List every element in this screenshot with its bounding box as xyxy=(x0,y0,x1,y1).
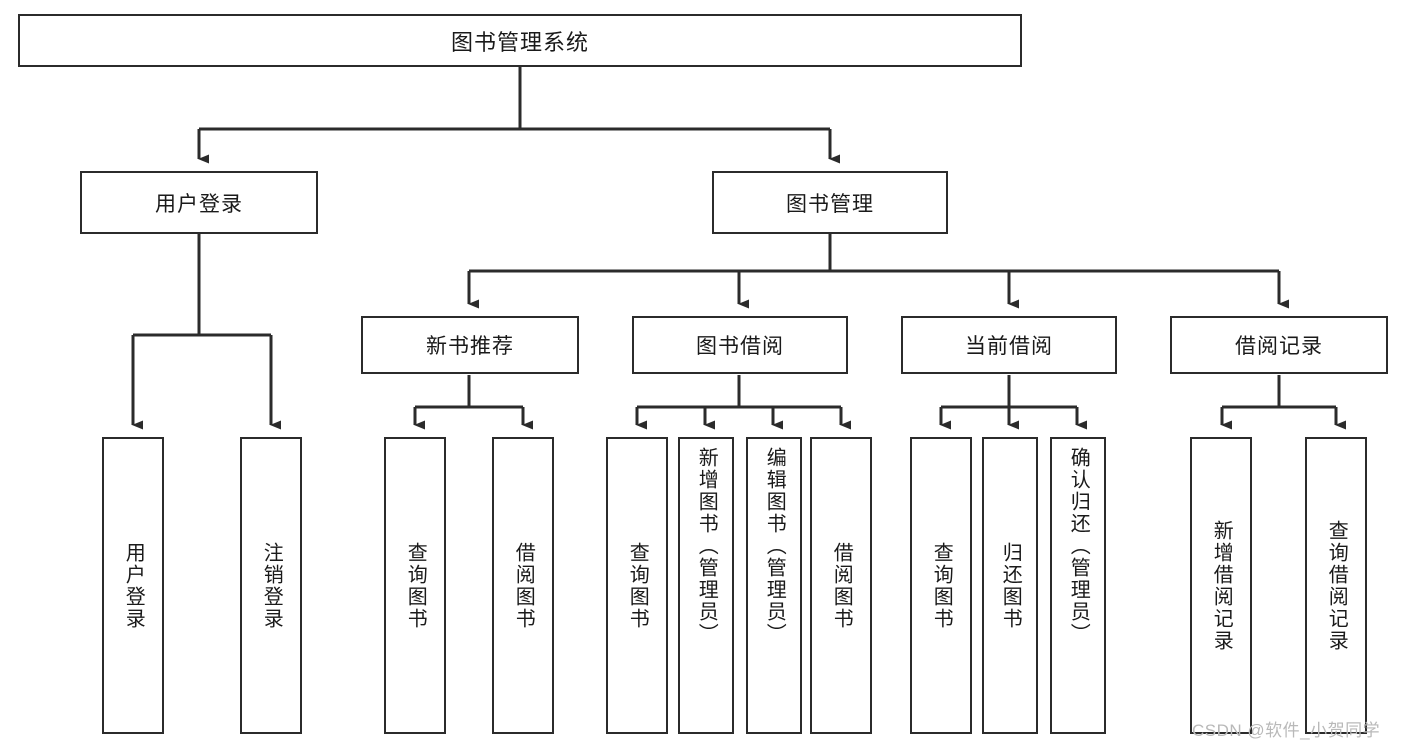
node-user-login[interactable]: 用户登录 xyxy=(80,171,318,234)
leaf-user-login[interactable]: 用户登录 xyxy=(102,437,164,734)
leaf-query-record[interactable]: 查询借阅记录 xyxy=(1305,437,1367,734)
node-root-label: 图书管理系统 xyxy=(450,29,589,55)
leaf-query-record-label: 查询借阅记录 xyxy=(1325,519,1348,652)
leaf-add-record[interactable]: 新增借阅记录 xyxy=(1190,437,1252,734)
leaf-confirm-return[interactable]: 确认归还（管理员） xyxy=(1050,437,1106,734)
leaf-query-book-1[interactable]: 查询图书 xyxy=(384,437,446,734)
leaf-query-book-2-label: 查询图书 xyxy=(626,541,649,630)
leaf-query-book-3[interactable]: 查询图书 xyxy=(910,437,972,734)
leaf-add-record-label: 新增借阅记录 xyxy=(1210,519,1233,652)
leaf-borrow-book-2-label: 借阅图书 xyxy=(830,541,853,630)
node-user-login-label: 用户登录 xyxy=(155,192,243,216)
node-current-borrow-label: 当前借阅 xyxy=(965,335,1053,358)
leaf-query-book-2[interactable]: 查询图书 xyxy=(606,437,668,734)
leaf-edit-book[interactable]: 编辑图书（管理员） xyxy=(746,437,802,734)
leaf-borrow-book-2[interactable]: 借阅图书 xyxy=(810,437,872,734)
node-new-book-recommend[interactable]: 新书推荐 xyxy=(361,316,579,374)
leaf-return-book[interactable]: 归还图书 xyxy=(982,437,1038,734)
node-book-manage-label: 图书管理 xyxy=(786,192,874,216)
leaf-user-logout[interactable]: 注销登录 xyxy=(240,437,302,734)
leaf-user-login-label: 用户登录 xyxy=(122,541,145,630)
leaf-query-book-1-label: 查询图书 xyxy=(404,541,427,630)
node-book-borrow-label: 图书借阅 xyxy=(696,335,784,358)
leaf-add-book-label: 新增图书（管理员） xyxy=(695,447,718,645)
node-book-borrow[interactable]: 图书借阅 xyxy=(632,316,848,374)
leaf-borrow-book-1[interactable]: 借阅图书 xyxy=(492,437,554,734)
leaf-borrow-book-1-label: 借阅图书 xyxy=(512,541,535,630)
leaf-return-book-label: 归还图书 xyxy=(999,541,1022,630)
node-root[interactable]: 图书管理系统 xyxy=(18,14,1022,67)
watermark-text: CSDN @软件_小贺同学 xyxy=(1192,721,1381,740)
leaf-query-book-3-label: 查询图书 xyxy=(930,541,953,630)
node-borrow-record-label: 借阅记录 xyxy=(1235,335,1323,358)
leaf-user-logout-label: 注销登录 xyxy=(260,541,283,630)
leaf-add-book[interactable]: 新增图书（管理员） xyxy=(678,437,734,734)
leaf-confirm-return-label: 确认归还（管理员） xyxy=(1067,447,1090,645)
node-book-manage[interactable]: 图书管理 xyxy=(712,171,948,234)
node-current-borrow[interactable]: 当前借阅 xyxy=(901,316,1117,374)
node-borrow-record[interactable]: 借阅记录 xyxy=(1170,316,1388,374)
leaf-edit-book-label: 编辑图书（管理员） xyxy=(763,447,786,645)
node-new-book-recommend-label: 新书推荐 xyxy=(426,335,514,358)
